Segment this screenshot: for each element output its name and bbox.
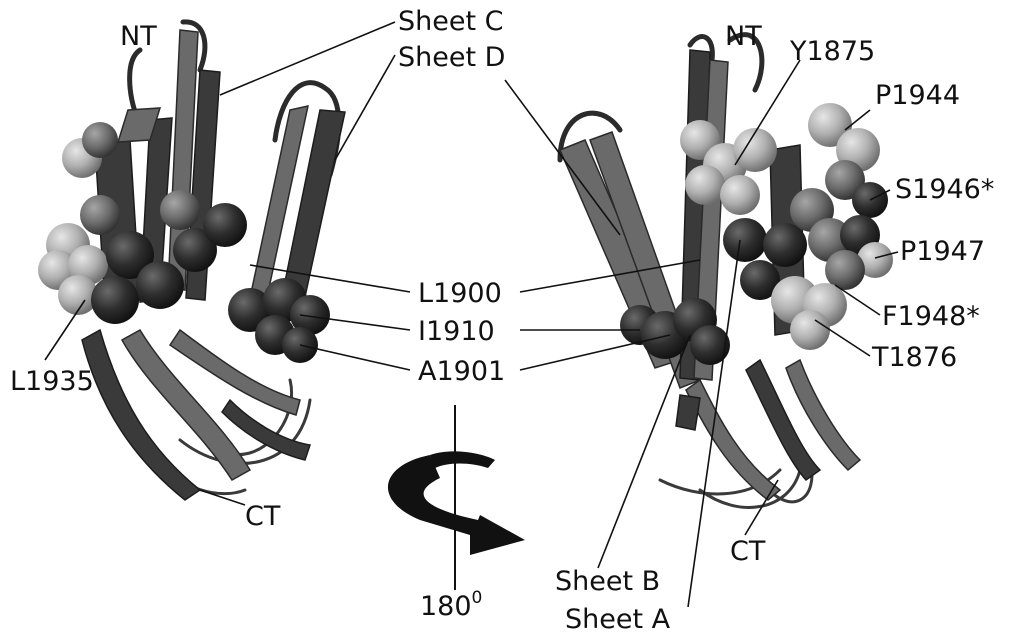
right-spheres [620, 103, 893, 365]
label-y1875: Y1875 [789, 36, 875, 67]
label-p1944: P1944 [875, 80, 960, 111]
label-l1935: L1935 [10, 366, 94, 397]
label-sheet-b: Sheet B [555, 566, 660, 597]
label-p1947: P1947 [900, 236, 985, 267]
label-sheet-a: Sheet A [565, 604, 671, 635]
label-a1901: A1901 [418, 356, 505, 387]
left-molecule [38, 22, 345, 500]
label-ct-right: CT [730, 536, 766, 567]
label-l1900: L1900 [418, 278, 502, 309]
label-f1948: F1948* [882, 301, 980, 332]
right-molecule [560, 35, 893, 508]
label-rotation-angle: 1800 [420, 588, 482, 622]
rotation-arrow-icon [388, 405, 525, 590]
label-sheet-c: Sheet C [398, 6, 504, 37]
label-nt-left: NT [120, 21, 157, 52]
label-ct-left: CT [245, 501, 281, 532]
label-sheet-d: Sheet D [398, 42, 505, 73]
label-i1910: I1910 [418, 316, 495, 347]
label-s1946: S1946* [895, 174, 994, 205]
label-t1876: T1876 [871, 342, 957, 373]
label-nt-right: NT [725, 21, 762, 52]
